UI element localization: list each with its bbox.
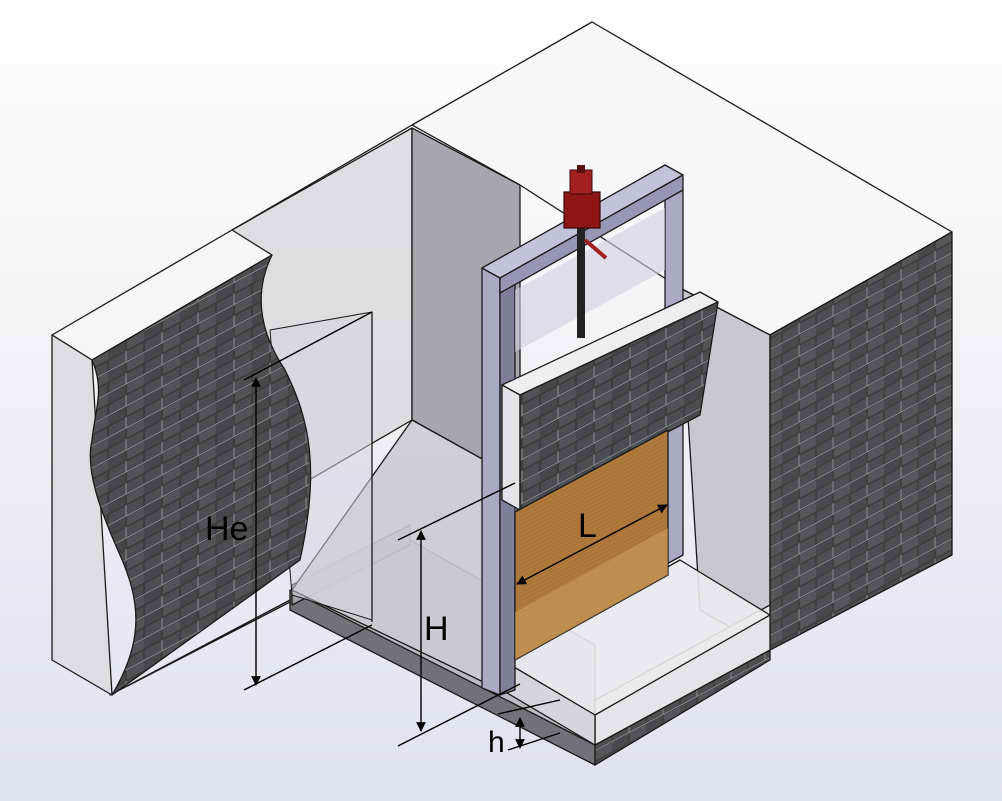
dimension-he: He xyxy=(205,311,373,691)
label-he: He xyxy=(205,510,248,548)
dimension-h-opening: h xyxy=(488,699,561,759)
hoist-gearbox xyxy=(563,191,601,229)
label-h-upper: H xyxy=(424,610,449,648)
dimension-h-upstream: H xyxy=(397,482,521,747)
dimension-l: L xyxy=(516,504,668,585)
gate-hoist xyxy=(563,165,608,338)
hoist-spindle xyxy=(577,228,585,338)
label-l: L xyxy=(578,507,597,545)
label-h-lower: h xyxy=(488,726,505,759)
gate-headwall xyxy=(501,291,719,511)
